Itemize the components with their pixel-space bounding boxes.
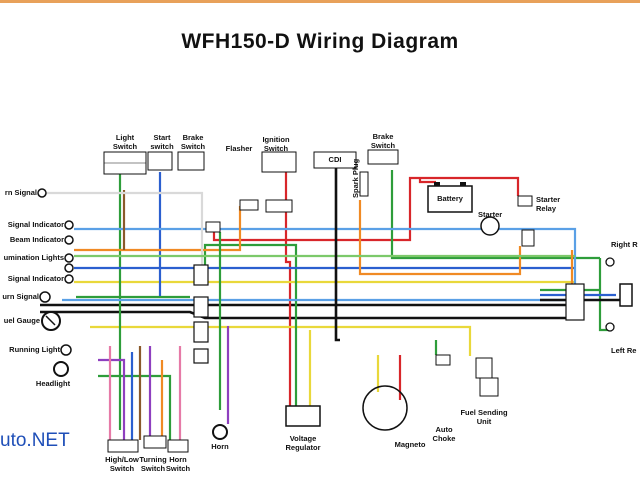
- label-light-switch-2: Switch: [112, 142, 138, 151]
- diagram-title: WFH150-D Wiring Diagram: [181, 30, 459, 53]
- beam-indicator-bulb-icon: [64, 235, 74, 245]
- label-auto-choke-1: Auto: [435, 425, 453, 434]
- start-switch-block: [147, 151, 173, 171]
- label-cdi: CDI: [328, 155, 342, 164]
- signal-indicator-2-bulb-icon: [64, 274, 74, 284]
- watermark: uto.NET: [0, 430, 70, 451]
- wire-white-29: [40, 191, 204, 265]
- cdi-block: [313, 151, 357, 169]
- voltage-regulator-icon: [285, 405, 321, 427]
- turn-signal-front-bulb-icon: [37, 188, 47, 198]
- connector-5: [205, 221, 221, 233]
- flasher-unit: [239, 199, 259, 211]
- ignition-switch-block: [261, 151, 297, 173]
- label-ignition-switch-1: Ignition: [262, 135, 290, 144]
- high-low-switch-block: [107, 439, 139, 453]
- label-high-low-switch-1: High/Low: [105, 455, 139, 464]
- brake-switch-right-block: [367, 149, 399, 165]
- label-brake-switch-left-2: Switch: [180, 142, 206, 151]
- wire-red-2: [212, 176, 520, 242]
- label-starter-relay-1: Starter: [536, 195, 561, 204]
- label-fuel-gauge: uel Gauge: [3, 316, 40, 325]
- label-brake-switch-right-2: Switch: [370, 141, 396, 150]
- magneto-icon: [362, 385, 408, 431]
- wire-red-4: [284, 172, 292, 410]
- turning-switch-block: [143, 435, 167, 449]
- ignition-connector: [265, 199, 293, 213]
- wire-orange-20: [358, 200, 522, 276]
- turn-signal-rear-bulb-icon: [39, 291, 51, 303]
- tail-light-icon: [619, 283, 633, 307]
- label-turning-switch-2: Switch: [140, 464, 166, 473]
- wire-black-32: [334, 168, 340, 342]
- connector-4: [193, 348, 209, 364]
- horn-switch-block: [167, 439, 189, 453]
- wire-orange-19: [74, 206, 242, 252]
- signal-indicator-bulb-icon: [64, 220, 74, 230]
- label-signal-indicator-1: Signal Indicator: [7, 220, 64, 229]
- label-right-rear: Right R: [611, 240, 638, 249]
- label-headlight: Headlight: [35, 379, 71, 388]
- label-fuel-sending-unit-2: Unit: [476, 417, 492, 426]
- label-fuel-sending-unit-1: Fuel Sending: [460, 408, 508, 417]
- label-illumination-lights: umination Lights: [3, 253, 64, 262]
- label-battery: Battery: [437, 194, 463, 203]
- auto-choke-icon: [435, 354, 451, 366]
- label-voltage-regulator-1: Voltage: [289, 434, 317, 443]
- top-border: [0, 0, 640, 3]
- label-starter: Starter: [478, 210, 503, 219]
- horn-icon: [212, 424, 228, 440]
- wire-red-3: [418, 178, 436, 184]
- label-start-switch-1: Start: [153, 133, 171, 142]
- illumination-bulb-icon: [64, 253, 74, 263]
- right-connector-block: [565, 283, 585, 321]
- label-signal-indicator-2: Signal Indicator: [7, 274, 64, 283]
- label-turn-signal-rear: urn Signal: [2, 292, 39, 301]
- wire-green-12: [390, 170, 600, 260]
- spark-plug-icon: [359, 171, 369, 197]
- label-brake-switch-left-1: Brake: [182, 133, 204, 142]
- label-magneto: Magneto: [394, 440, 426, 449]
- starter-relay-base: [521, 229, 535, 247]
- brake-switch-left-block: [177, 151, 205, 171]
- label-ignition-switch-2: Switch: [263, 144, 289, 153]
- label-brake-switch-right-1: Brake: [372, 132, 394, 141]
- label-horn-switch-2: Switch: [165, 464, 191, 473]
- battery-icon: [427, 185, 473, 213]
- fuel-sending-float-icon: [479, 377, 499, 397]
- headlight-bulb-icon: [53, 361, 69, 377]
- label-auto-choke-2: Choke: [432, 434, 456, 443]
- label-light-switch-1: Light: [115, 133, 135, 142]
- label-start-switch-2: switch: [150, 142, 174, 151]
- fuel-sending-unit-icon: [475, 357, 493, 379]
- label-beam-indicator: Beam Indicator: [9, 235, 64, 244]
- wire-green-11: [98, 374, 172, 440]
- starter-motor-icon: [480, 216, 500, 236]
- right-rear-bulb-icon: [605, 257, 615, 267]
- label-turn-signal-front: rn Signal: [4, 188, 37, 197]
- label-high-low-switch-2: Switch: [109, 464, 135, 473]
- starter-relay-icon: [517, 195, 533, 207]
- connector-2: [193, 296, 209, 318]
- connector-1: [193, 264, 209, 286]
- components: [37, 149, 633, 453]
- illumination-bulb-2-icon: [64, 263, 74, 273]
- left-rear-bulb-icon: [605, 322, 615, 332]
- label-left-rear: Left Re: [611, 346, 637, 355]
- connector-3: [193, 321, 209, 343]
- wires: [40, 168, 620, 440]
- wire-yellow-6: [90, 325, 472, 356]
- label-horn-switch-1: Horn: [169, 455, 187, 464]
- label-voltage-regulator-2: Regulator: [285, 443, 321, 452]
- label-spark-plug: Spark Plug: [351, 158, 360, 198]
- label-turning-switch-1: Turning: [139, 455, 167, 464]
- label-flasher: Flasher: [225, 144, 253, 153]
- label-starter-relay-2: Relay: [536, 204, 557, 213]
- wire-purple-24: [98, 358, 126, 440]
- label-horn: Horn: [211, 442, 229, 451]
- running-light-bulb-icon: [60, 344, 72, 356]
- label-running-light: Running Light: [9, 345, 60, 354]
